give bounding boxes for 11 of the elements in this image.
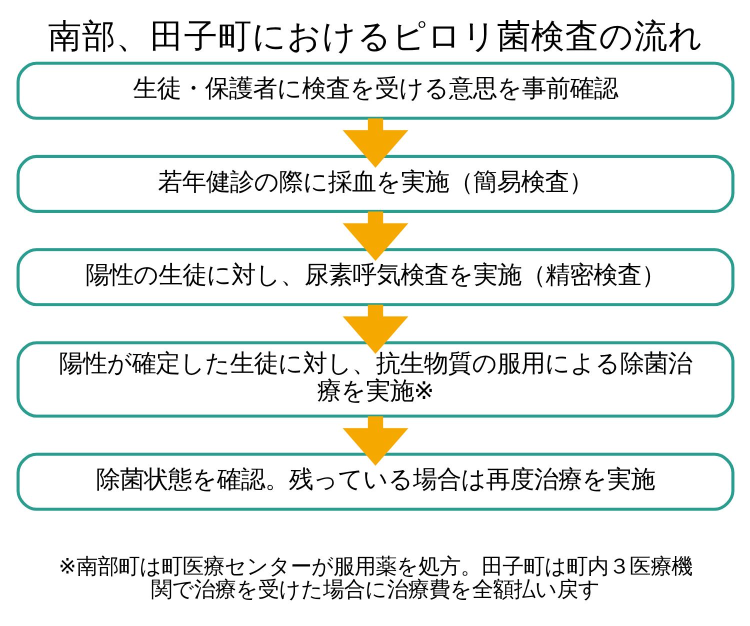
node-box: 陽性の生徒に対し、尿素呼気検査を実施（精密検査） [16, 248, 734, 306]
arrow [342, 416, 408, 466]
node-box: 陽性が確定した生徒に対し、抗生物質の服用による除菌治療を実施※ [16, 341, 734, 418]
node-box: 若年健診の際に採血を実施（簡易検査） [16, 154, 734, 213]
label: ※南部町は町医療センターが服用薬を処方。田子町は町内３医療機関で治療を受けた場合に治療費を全額払い戻す [58, 554, 692, 603]
arrow [342, 304, 408, 354]
node-box: 除菌状態を確認。残っている場合は再度治療を実施 [16, 452, 734, 511]
arrow [342, 118, 408, 168]
node-box: 生徒・保護者に検査を受ける意思を事前確認 [16, 62, 734, 120]
diagram-title: 南部、田子町におけるピロリ菌検査の流れ [48, 16, 702, 56]
arrow [342, 212, 408, 261]
